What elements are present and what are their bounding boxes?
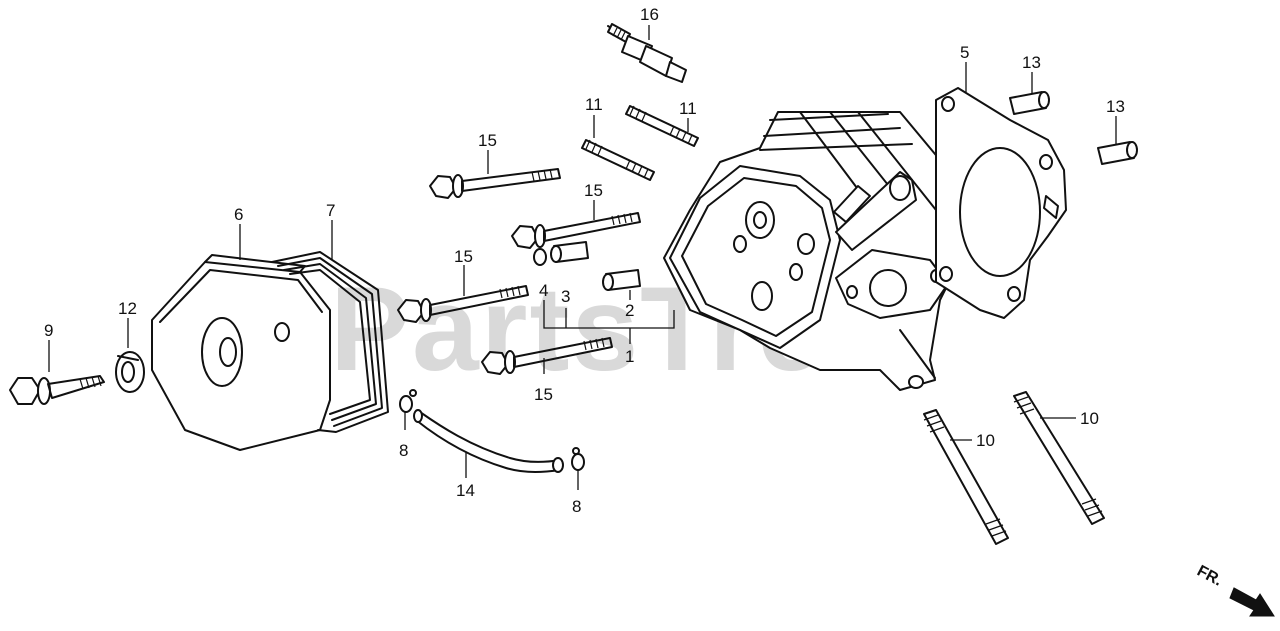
part-10-stud-b[interactable] (1013, 391, 1105, 525)
part-4-o-ring[interactable] (533, 248, 547, 266)
callout-15a: 15 (478, 131, 497, 150)
callout-8b: 8 (572, 497, 581, 516)
part-11-stud-a[interactable] (581, 139, 655, 181)
part-8-clamp-a[interactable] (399, 389, 417, 413)
callout-11b: 11 (679, 99, 697, 118)
part-15-bolt-b[interactable] (511, 212, 641, 249)
part-15-bolt-c[interactable] (397, 285, 529, 323)
callout-10b: 10 (1080, 409, 1099, 428)
callout-6: 6 (234, 205, 243, 224)
part-11-stud-b[interactable] (625, 105, 699, 147)
callout-13a: 13 (1022, 53, 1041, 72)
callout-7: 7 (326, 201, 335, 220)
part-16-spark-plug[interactable] (607, 23, 687, 83)
callout-14: 14 (456, 481, 475, 500)
callout-labels: 16 11 11 15 15 15 15 6 7 12 9 4 3 2 1 8 … (44, 5, 1125, 516)
callout-15c: 15 (454, 247, 473, 266)
callout-15d: 15 (534, 385, 553, 404)
part-7-head-cover-gasket[interactable] (271, 251, 389, 433)
part-5-head-gasket[interactable] (935, 87, 1067, 319)
part-3-dowel-pin[interactable] (550, 241, 589, 263)
part-8-clamp-b[interactable] (571, 447, 585, 471)
callout-10a: 10 (976, 431, 995, 450)
part-15-bolt-d[interactable] (481, 337, 613, 375)
part-12-grommet[interactable] (115, 351, 145, 393)
callout-9: 9 (44, 321, 53, 340)
callout-13b: 13 (1106, 97, 1125, 116)
part-13-dowel-a[interactable] (1009, 91, 1050, 115)
callout-4: 4 (539, 281, 548, 300)
callout-2: 2 (625, 301, 634, 320)
part-15-bolt-a[interactable] (429, 168, 561, 199)
part-14-breather-tube[interactable] (413, 409, 564, 473)
callout-5: 5 (960, 43, 969, 62)
part-9-bolt[interactable] (9, 375, 105, 405)
callout-16: 16 (640, 5, 659, 24)
callout-15b: 15 (584, 181, 603, 200)
leader-lines (48, 25, 1117, 490)
callout-11a: 11 (585, 95, 603, 114)
part-2-dowel-pin[interactable] (602, 269, 641, 291)
part-6-head-cover[interactable] (151, 254, 331, 451)
callout-1: 1 (625, 347, 634, 366)
part-13-dowel-b[interactable] (1097, 141, 1138, 165)
arrow-icon (1229, 587, 1275, 617)
callout-3: 3 (561, 287, 570, 306)
part-1-cylinder-head[interactable] (663, 111, 966, 391)
callout-12: 12 (118, 299, 137, 318)
direction-label: FR. (1194, 563, 1225, 590)
front-direction-indicator: FR. (1194, 563, 1275, 617)
callout-8a: 8 (399, 441, 408, 460)
part-10-stud-a[interactable] (923, 409, 1009, 545)
